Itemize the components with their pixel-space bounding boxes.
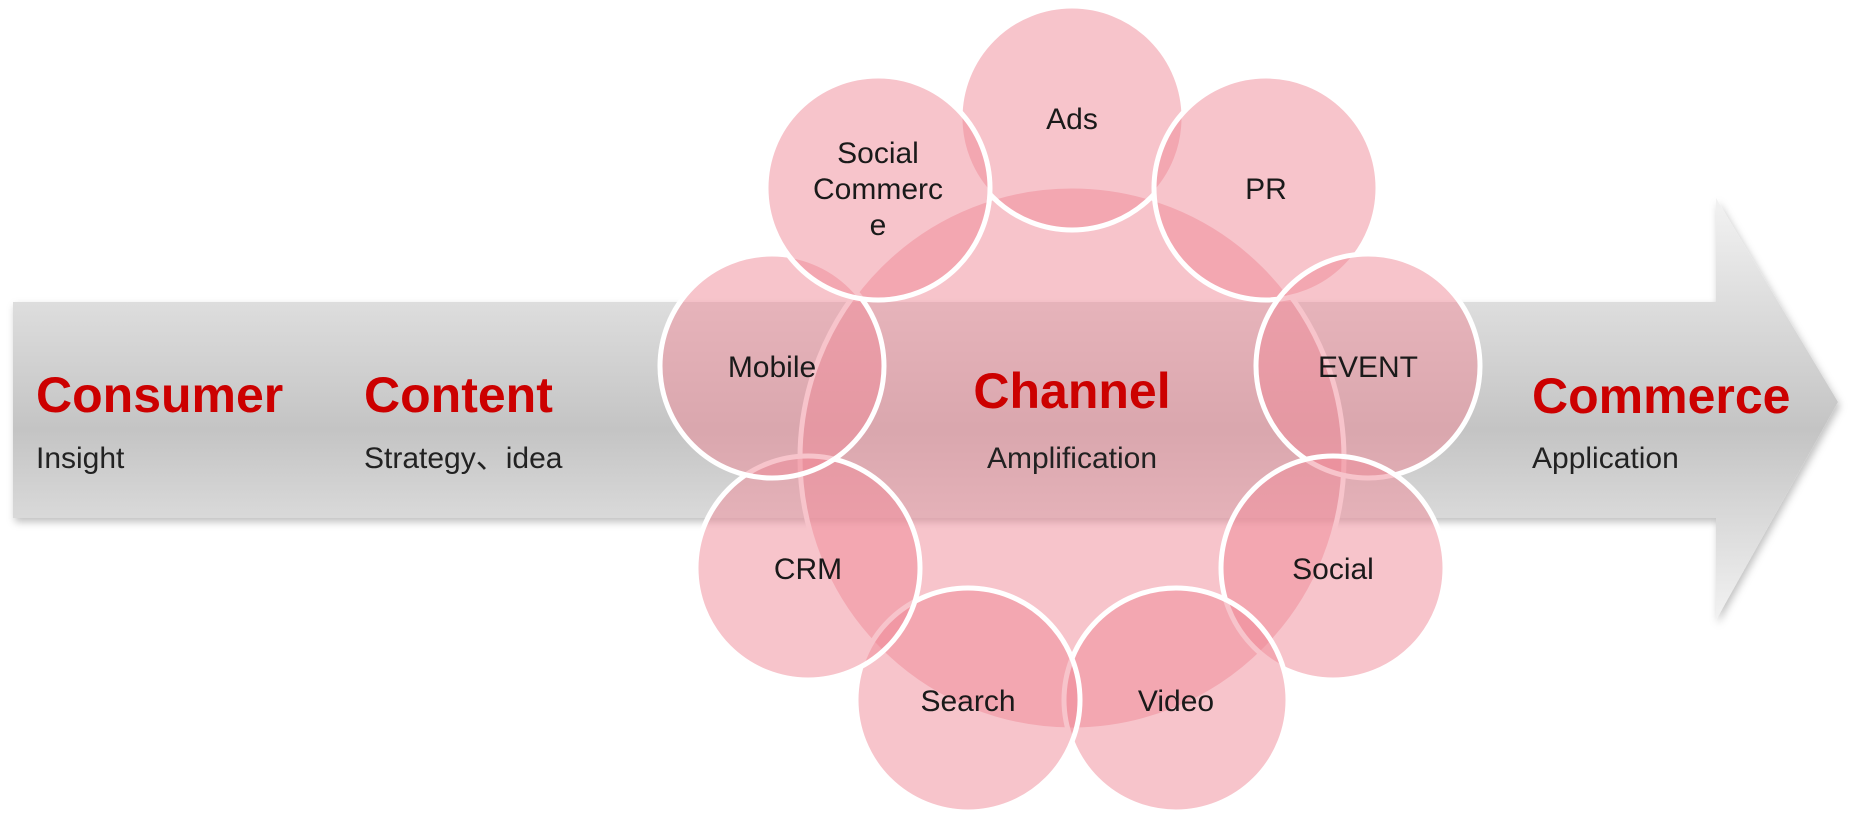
channel-label-line: Social — [1292, 553, 1374, 586]
channel-circle-social-commerce — [763, 73, 993, 303]
commerce-subtitle: Application — [1532, 442, 1679, 475]
content-subtitle: Strategy、idea — [364, 442, 563, 475]
channel-label-video: Video — [1138, 685, 1214, 718]
channel-label-social: Social — [1292, 553, 1374, 586]
channel-label-line: Search — [920, 685, 1015, 718]
consumer-title: Consumer — [36, 367, 283, 423]
channel-circle-social — [1218, 453, 1448, 683]
commerce-title: Commerce — [1532, 368, 1790, 424]
channel-label-mobile: Mobile — [728, 351, 816, 384]
channel-title: Channel — [973, 363, 1170, 419]
channel-label-line: Video — [1138, 685, 1214, 718]
channel-label-line: Social — [837, 137, 919, 170]
channel-label-search: Search — [920, 685, 1015, 718]
channel-label-line: Ads — [1046, 103, 1098, 136]
channel-label-crm: CRM — [774, 553, 842, 586]
content-title: Content — [364, 367, 553, 423]
channel-circle-pr — [1151, 73, 1381, 303]
channel-label-line: PR — [1245, 173, 1287, 206]
channel-label-line: EVENT — [1318, 351, 1418, 384]
channel-subtitle: Amplification — [987, 442, 1157, 475]
channel-label-event: EVENT — [1318, 351, 1418, 384]
channel-label-line: Commerc — [813, 173, 943, 206]
consumer-subtitle: Insight — [36, 442, 125, 475]
channel-label-pr: PR — [1245, 173, 1287, 206]
channel-label-line: CRM — [774, 553, 842, 586]
channel-circle-search — [853, 585, 1083, 815]
channel-label-ads: Ads — [1046, 103, 1098, 136]
channel-circle-mobile — [657, 251, 887, 481]
channel-label-line: e — [870, 209, 887, 242]
channel-label-line: Mobile — [728, 351, 816, 384]
channel-cluster: AdsPREVENTSocialVideoSearchCRMMobileSoci… — [657, 3, 1483, 815]
